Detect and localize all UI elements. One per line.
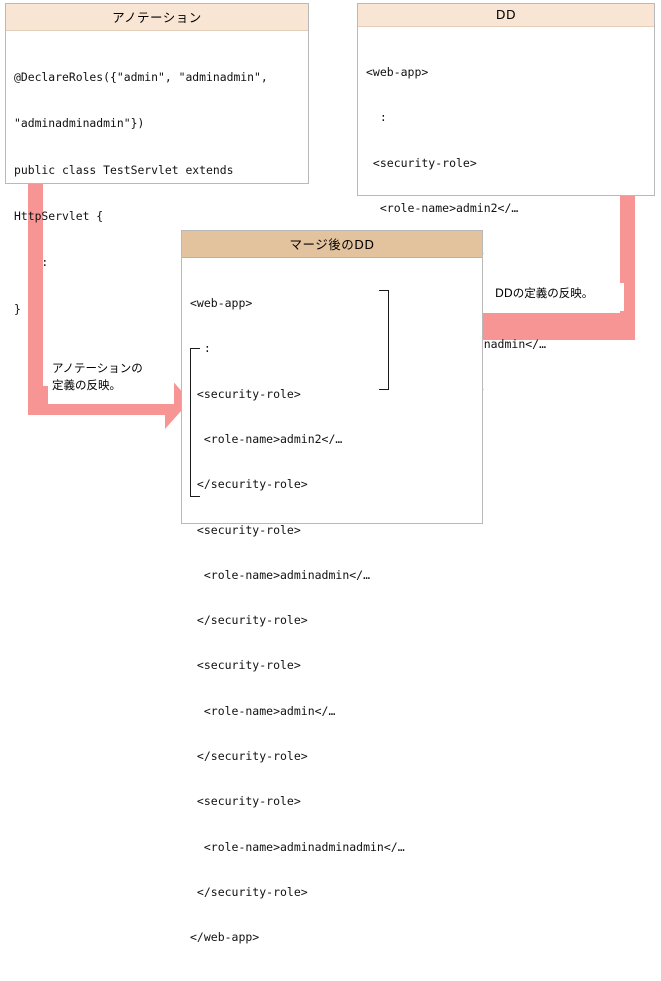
merged-dd-panel-code: <web-app> : <security-role> <role-name>a… xyxy=(182,258,482,981)
code-line: <role-name>admin</… xyxy=(190,703,336,718)
code-line: <security-role> xyxy=(190,794,301,809)
annotation-to-merged-arrow xyxy=(28,179,190,429)
annotation-panel-code: @DeclareRoles({"admin", "adminadmin", "a… xyxy=(6,31,308,354)
code-line: <security-role> xyxy=(190,386,301,401)
code-line: <role-name>admin2</… xyxy=(190,432,343,447)
code-line: public class TestServlet extends xyxy=(14,162,234,177)
code-line: </web-app> xyxy=(190,930,260,945)
figure-canvas: アノテーション @DeclareRoles({"admin", "adminad… xyxy=(5,3,655,944)
code-line: <role-name>adminadmin</… xyxy=(190,567,371,582)
code-line: <web-app> xyxy=(190,296,253,311)
code-line: : xyxy=(190,341,211,356)
code-line: <security-role> xyxy=(366,155,477,170)
code-line: </security-role> xyxy=(190,477,308,492)
code-line: : xyxy=(14,255,49,270)
code-line: <security-role> xyxy=(190,522,301,537)
code-line: } xyxy=(14,301,21,316)
dd-panel: DD <web-app> : <security-role> <role-nam… xyxy=(357,3,655,441)
annotation-panel: アノテーション @DeclareRoles({"admin", "adminad… xyxy=(5,3,309,316)
code-line: <web-app> xyxy=(366,65,429,80)
annotation-origin-bracket xyxy=(190,348,200,497)
code-line: "adminadminadmin"}) xyxy=(14,116,145,131)
code-line: <role-name>admin2</… xyxy=(366,201,519,216)
dd-origin-bracket xyxy=(379,290,389,390)
code-line: <security-role> xyxy=(190,658,301,673)
code-line: <role-name>adminadminadmin</… xyxy=(190,839,405,854)
dd-panel-title: DD xyxy=(358,4,654,27)
annotation-panel-title: アノテーション xyxy=(6,4,308,31)
annotation-arrow-caption: アノテーションの 定義の反映。 xyxy=(48,358,174,404)
dd-arrow-caption: DDの定義の反映。 xyxy=(491,283,624,311)
code-line: </security-role> xyxy=(190,749,308,763)
merged-dd-panel: マージ後のDD <web-app> : <security-role> <rol… xyxy=(181,230,483,944)
code-line: </security-role> xyxy=(190,613,308,628)
code-line: HttpServlet { xyxy=(14,209,104,224)
merged-dd-panel-title: マージ後のDD xyxy=(182,231,482,258)
code-line: : xyxy=(366,110,387,125)
code-line: </security-role> xyxy=(190,884,308,899)
code-line: @DeclareRoles({"admin", "adminadmin", xyxy=(14,70,268,85)
arrow-elbow-down-right xyxy=(28,179,190,429)
